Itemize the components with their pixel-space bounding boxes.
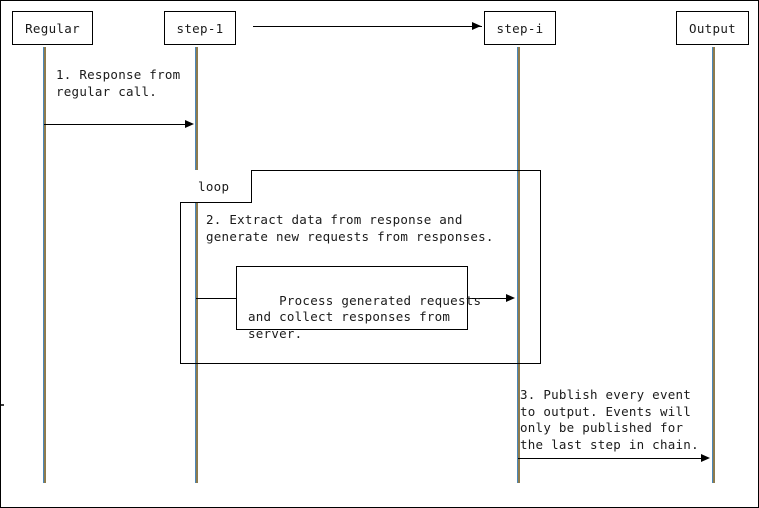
message-1-label: 1. Response from regular call. <box>56 67 181 99</box>
participant-output-label: Output <box>689 20 736 36</box>
left-edge-tick-mark <box>1 404 4 406</box>
lifeline-step-i <box>517 47 520 483</box>
loop-fragment-label-text: loop <box>198 178 230 194</box>
message-3-line <box>518 458 702 459</box>
loop-fragment <box>180 170 541 364</box>
message-2-note-text: Process generated requests and collect r… <box>248 292 482 341</box>
participant-step-i-label: step-i <box>496 20 544 36</box>
participant-step-1-label: step-1 <box>176 20 224 36</box>
loop-body-note-text: 2. Extract data from response and genera… <box>206 212 494 244</box>
participant-regular-label: Regular <box>25 20 80 36</box>
lifeline-step-1 <box>195 47 198 483</box>
participant-output[interactable]: Output <box>676 11 749 45</box>
lifeline-regular <box>43 47 46 483</box>
message-1-arrowhead <box>185 119 194 128</box>
participant-step-1[interactable]: step-1 <box>164 11 236 45</box>
message-chain-continuation-line <box>253 26 482 27</box>
message-3-arrowhead <box>701 453 710 462</box>
message-3-label: 3. Publish every event to output. Events… <box>520 387 699 452</box>
lifeline-output <box>712 47 715 483</box>
message-1-line <box>44 124 186 125</box>
message-2-note-box: Process generated requests and collect r… <box>236 266 481 341</box>
participant-regular[interactable]: Regular <box>12 11 93 45</box>
participant-step-i[interactable]: step-i <box>484 11 556 45</box>
message-2-line-right <box>468 298 508 299</box>
message-2-line-left <box>196 298 237 299</box>
loop-fragment-label-tab: loop <box>180 170 252 203</box>
message-chain-continuation-arrowhead <box>472 21 481 30</box>
message-2-arrowhead <box>506 293 515 302</box>
